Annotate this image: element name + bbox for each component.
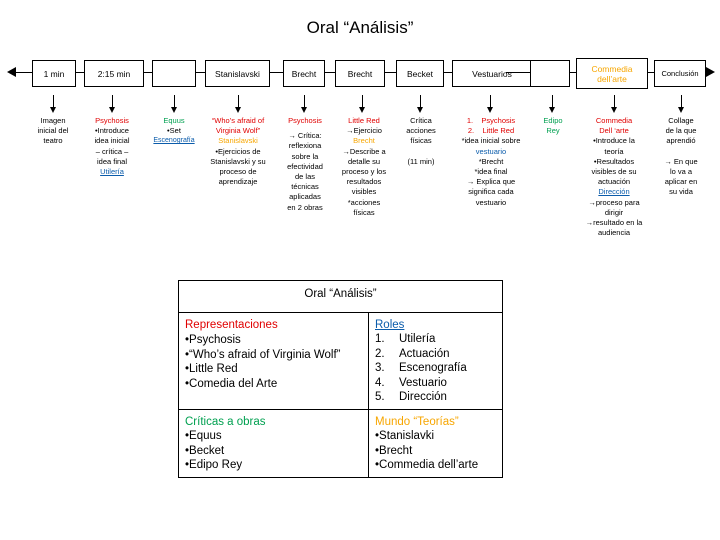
timeline-left-arrowhead <box>7 67 16 77</box>
timeline-box-commedia: Commedia dell’arte <box>576 58 648 89</box>
column-11: Collage de la que aprendió → En que lo v… <box>664 116 698 197</box>
mundo-cell: Mundo “Teorías” •Stanislavki •Brecht •Co… <box>368 408 503 478</box>
down-arrow-7 <box>417 95 423 113</box>
roles-cell: Roles 1.Utilería 2.Actuación 3.Escenogra… <box>368 311 503 410</box>
column-9: Edipo Rey <box>543 116 563 136</box>
down-arrow-10 <box>611 95 617 113</box>
timeline-box-2-15min: 2:15 min <box>84 60 144 87</box>
table-header: Oral “Análisis” <box>178 280 503 313</box>
column-6: Little Red →Ejercicio Brecht →Describe a… <box>341 116 387 217</box>
down-arrow-2 <box>109 95 115 113</box>
timeline-box-1min: 1 min <box>32 60 76 87</box>
column-10: Commedia Dell ‘arte •Introduce la teoría… <box>578 116 650 238</box>
timeline-box-conclusion: Conclusión <box>654 60 706 87</box>
column-5: Psychosis → Crítica: reflexiona sobre la… <box>287 116 323 212</box>
representaciones-cell: Representaciones •Psychosis •“Who’s afra… <box>178 311 369 410</box>
column-2: Psychosis •Introduce idea inicial – crít… <box>84 116 140 177</box>
timeline-box-empty-1 <box>152 60 196 87</box>
timeline-box-brecht-1: Brecht <box>283 60 325 87</box>
down-arrow-11 <box>678 95 684 113</box>
escenografia-link[interactable]: Escenografía <box>153 137 195 145</box>
down-arrow-9 <box>549 95 555 113</box>
down-arrow-6 <box>359 95 365 113</box>
column-8: 1. Psychosis 2. Little Red *idea inicial… <box>461 116 521 207</box>
summary-table: Oral “Análisis” Representaciones •Psycho… <box>178 280 503 478</box>
representaciones-title: Representaciones <box>185 318 278 331</box>
mundo-title: Mundo “Teorías” <box>375 415 459 428</box>
down-arrow-4 <box>235 95 241 113</box>
column-1: Imagen inicial del teatro <box>37 116 69 146</box>
criticas-title: Críticas a obras <box>185 415 266 428</box>
down-arrow-3 <box>171 95 177 113</box>
timeline-box-brecht-2: Brecht <box>335 60 385 87</box>
direccion-link[interactable]: Dirección <box>598 187 630 197</box>
timeline-box-becket: Becket <box>396 60 444 87</box>
diagram-title: Oral “Análisis” <box>306 18 414 37</box>
column-4: “Who’s afraid of Virginia Wolf” Stanisla… <box>210 116 266 187</box>
timeline-box-vestuarios: Vestuarios <box>452 60 532 87</box>
timeline-right-arrowhead <box>706 67 715 77</box>
criticas-cell: Críticas a obras •Equus •Becket •Edipo R… <box>178 408 369 478</box>
down-arrow-1 <box>50 95 56 113</box>
timeline-box-stanislavski: Stanislavski <box>205 60 270 87</box>
column-3: Equus •Set Escenografía <box>148 116 200 147</box>
down-arrow-8 <box>487 95 493 113</box>
down-arrow-5 <box>301 95 307 113</box>
column-7: Crítica acciones físicas (11 min) <box>406 116 436 166</box>
roles-title[interactable]: Roles <box>375 318 405 331</box>
utileria-link[interactable]: Utilería <box>100 167 124 177</box>
timeline-box-empty-2 <box>530 60 570 87</box>
